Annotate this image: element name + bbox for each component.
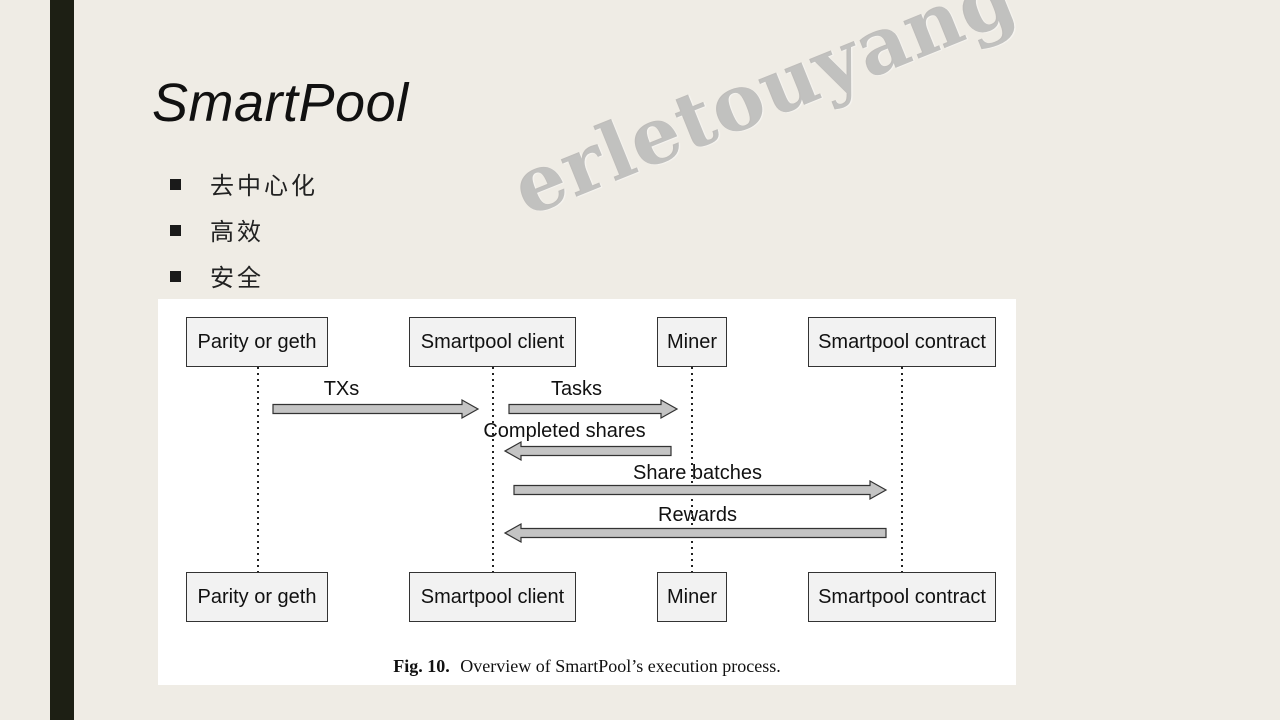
message-arrow bbox=[508, 398, 679, 420]
bullet-item: 去中心化 bbox=[170, 160, 318, 206]
message-arrow bbox=[503, 440, 672, 462]
figure-caption: Fig. 10. Overview of SmartPool’s executi… bbox=[158, 656, 1016, 677]
message-arrow bbox=[272, 398, 480, 420]
message-label: Share batches bbox=[633, 462, 762, 484]
message-arrow bbox=[503, 522, 887, 544]
caption-text: Overview of SmartPool’s execution proces… bbox=[460, 656, 781, 676]
message-label: Completed shares bbox=[483, 420, 646, 442]
bullet-text: 去中心化 bbox=[210, 171, 318, 200]
actor-box-bottom: Smartpool contract bbox=[808, 572, 996, 622]
actor-box-bottom: Miner bbox=[657, 572, 727, 622]
message-label: Rewards bbox=[658, 504, 737, 526]
bullet-square-icon bbox=[170, 224, 181, 236]
bullet-item: 高效 bbox=[170, 206, 318, 252]
bullet-item: 安全 bbox=[170, 252, 318, 298]
bullet-square-icon bbox=[170, 178, 181, 190]
message-arrow bbox=[513, 479, 888, 501]
bullet-text: 安全 bbox=[210, 263, 264, 292]
actor-box-top: Miner bbox=[657, 317, 727, 367]
bullet-text: 高效 bbox=[210, 217, 264, 246]
caption-label: Fig. 10. bbox=[393, 656, 450, 676]
message-label: Tasks bbox=[550, 378, 603, 400]
bullet-list: 去中心化 高效 安全 bbox=[170, 160, 318, 298]
accent-bar bbox=[50, 0, 74, 720]
actor-box-bottom: Smartpool client bbox=[409, 572, 576, 622]
actor-box-top: Smartpool client bbox=[409, 317, 576, 367]
bullet-square-icon bbox=[170, 270, 181, 282]
message-label: TXs bbox=[323, 378, 360, 400]
sequence-diagram bbox=[257, 367, 903, 572]
actor-box-top: Smartpool contract bbox=[808, 317, 996, 367]
actor-box-bottom: Parity or geth bbox=[186, 572, 328, 622]
watermark: erletouyang bbox=[500, 0, 1029, 235]
slide-title: SmartPool bbox=[152, 73, 409, 133]
actor-box-top: Parity or geth bbox=[186, 317, 328, 367]
